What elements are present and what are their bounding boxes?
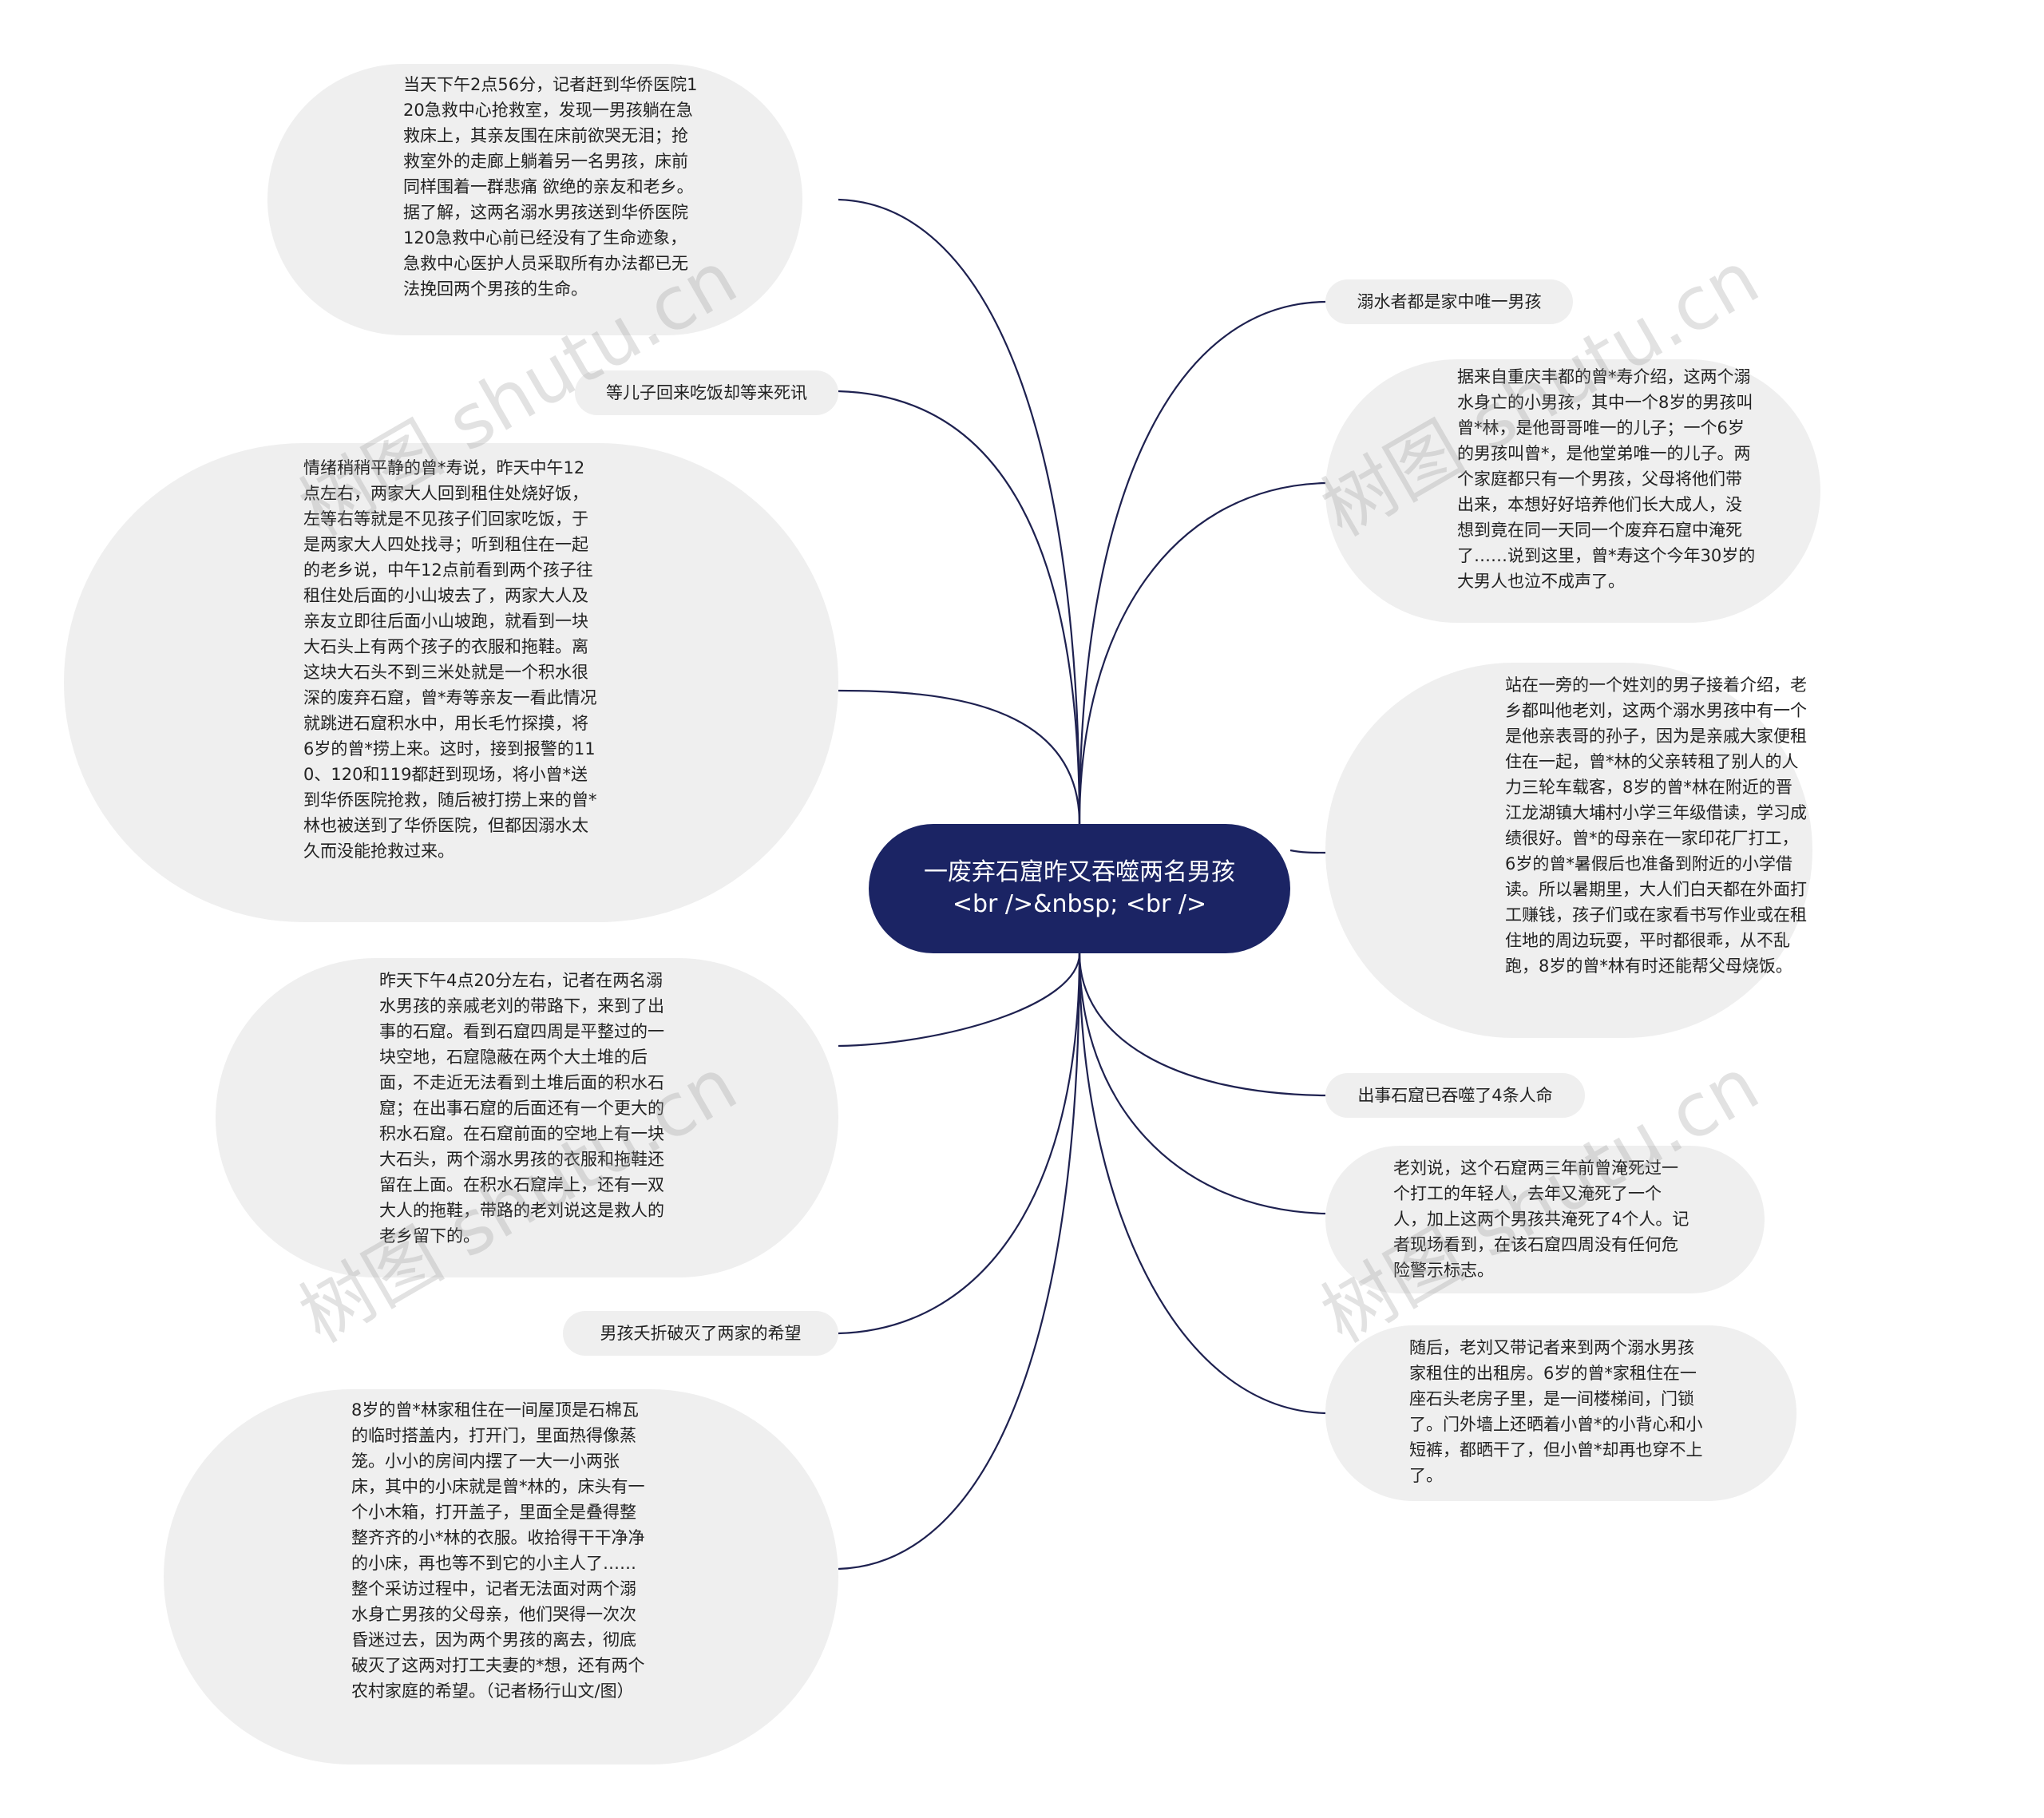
link-r2 bbox=[1289, 849, 1326, 854]
node-left-1-text: 等儿子回来吃饭却等来死讯 bbox=[606, 383, 807, 402]
node-left-2-text: 情绪稍稍平静的曾*寿说，昨天中午12点左右，两家大人回到租住处烧好饭，左等右等就… bbox=[303, 458, 597, 861]
node-left-4[interactable]: 男孩夭折破灭了两家的希望 bbox=[563, 1311, 838, 1356]
link-r3 bbox=[1078, 953, 1326, 1097]
node-right-4-text: 老刘说，这个石窟两三年前曾淹死过一个打工的年轻人，去年又淹死了一个人，加上这两个… bbox=[1393, 1159, 1689, 1280]
link-r4 bbox=[1078, 953, 1326, 1215]
central-topic-text: 一废弃石窟昨又吞噬两名男孩<br />&nbsp; <br /> bbox=[924, 858, 1235, 918]
node-right-3[interactable]: 出事石窟已吞噬了4条人命 bbox=[1325, 1073, 1585, 1118]
link-l0 bbox=[838, 198, 1081, 825]
link-l1 bbox=[838, 390, 1081, 825]
node-right-2[interactable]: 站在一旁的一个姓刘的男子接着介绍，老乡都叫他老刘，这两个溺水男孩中有一个是他亲表… bbox=[1325, 663, 1812, 1038]
link-r5 bbox=[1078, 953, 1326, 1415]
link-r1 bbox=[1078, 481, 1326, 825]
node-right-5[interactable]: 随后，老刘又带记者来到两个溺水男孩家租住的出租房。6岁的曾*家租住在一座石头老房… bbox=[1325, 1325, 1796, 1501]
link-l3 bbox=[838, 953, 1081, 1048]
link-l4 bbox=[838, 953, 1081, 1335]
node-left-5[interactable]: 8岁的曾*林家租住在一间屋顶是石棉瓦的临时搭盖内，打开门，里面热得像蒸笼。小小的… bbox=[164, 1389, 838, 1765]
node-right-3-text: 出事石窟已吞噬了4条人命 bbox=[1357, 1086, 1553, 1105]
node-left-1[interactable]: 等儿子回来吃饭却等来死讯 bbox=[575, 370, 838, 415]
node-left-3-text: 昨天下午4点20分左右，记者在两名溺水男孩的亲戚老刘的带路下，来到了出事的石窟。… bbox=[379, 971, 664, 1246]
node-right-5-text: 随后，老刘又带记者来到两个溺水男孩家租住的出租房。6岁的曾*家租住在一座石头老房… bbox=[1409, 1338, 1703, 1485]
node-right-0[interactable]: 溺水者都是家中唯一男孩 bbox=[1325, 279, 1573, 324]
node-left-5-text: 8岁的曾*林家租住在一间屋顶是石棉瓦的临时搭盖内，打开门，里面热得像蒸笼。小小的… bbox=[351, 1400, 645, 1701]
node-left-3[interactable]: 昨天下午4点20分左右，记者在两名溺水男孩的亲戚老刘的带路下，来到了出事的石窟。… bbox=[216, 958, 838, 1277]
node-right-2-text: 站在一旁的一个姓刘的男子接着介绍，老乡都叫他老刘，这两个溺水男孩中有一个是他亲表… bbox=[1505, 675, 1807, 976]
node-left-0-text: 当天下午2点56分，记者赶到华侨医院120急救中心抢救室，发现一男孩躺在急救床上… bbox=[403, 75, 698, 299]
node-left-2[interactable]: 情绪稍稍平静的曾*寿说，昨天中午12点左右，两家大人回到租住处烧好饭，左等右等就… bbox=[64, 443, 838, 922]
central-topic[interactable]: 一废弃石窟昨又吞噬两名男孩<br />&nbsp; <br /> bbox=[869, 824, 1290, 953]
node-left-4-text: 男孩夭折破灭了两家的希望 bbox=[600, 1324, 802, 1343]
node-right-4[interactable]: 老刘说，这个石窟两三年前曾淹死过一个打工的年轻人，去年又淹死了一个人，加上这两个… bbox=[1325, 1146, 1765, 1293]
node-right-1[interactable]: 据来自重庆丰都的曾*寿介绍，这两个溺水身亡的小男孩，其中一个8岁的男孩叫曾*林，… bbox=[1325, 359, 1820, 623]
node-right-1-text: 据来自重庆丰都的曾*寿介绍，这两个溺水身亡的小男孩，其中一个8岁的男孩叫曾*林，… bbox=[1457, 367, 1756, 591]
node-left-0[interactable]: 当天下午2点56分，记者赶到华侨医院120急救中心抢救室，发现一男孩躺在急救床上… bbox=[267, 64, 802, 335]
link-l5 bbox=[838, 953, 1081, 1570]
link-r0 bbox=[1078, 300, 1326, 825]
node-right-0-text: 溺水者都是家中唯一男孩 bbox=[1357, 292, 1542, 311]
link-l2 bbox=[838, 689, 1081, 825]
